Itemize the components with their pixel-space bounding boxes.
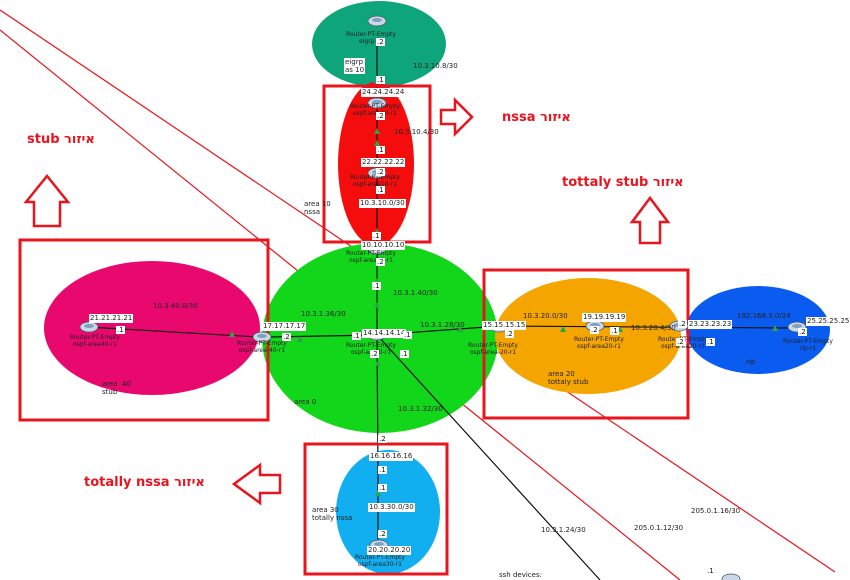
router-name-r24: Router-PT-Empty ospf-area10-r2 (350, 103, 400, 117)
router-name-r20: Router-PT-Empty ospf-area30-r1 (355, 554, 405, 568)
port-label: .2 (376, 38, 385, 46)
link-area20 (499, 325, 791, 329)
port-label: .2 (798, 328, 807, 336)
router-ip-r14: 14.14.14.14 (362, 329, 407, 338)
area-label-0: area 0 (294, 398, 317, 406)
arrow-up-stub-icon (23, 174, 71, 228)
router-name-r22: Router-PT-Empty ospf-area10-r1 (350, 174, 400, 188)
port-label: .1 (403, 331, 412, 339)
network-label: 10.3.20.4/30 (631, 324, 676, 332)
router-ip-area0-top: 10.10.10.10 (361, 241, 406, 250)
router-ip-r21: 21.21.21.21 (89, 314, 134, 323)
port-label: .2 (282, 333, 291, 341)
network-label: 10.3.1.40/30 (393, 289, 438, 297)
router-name-r25: Router-PT-Empty rip-r1 (783, 338, 833, 352)
totally-stub-zone-box (482, 268, 690, 420)
router-ip-r23: 23.23.23.23 (688, 320, 733, 329)
ssh-devices-label: ssh devices: (499, 571, 542, 579)
router-name-eigrp: Router-PT-Empty eigrp-r1 (346, 31, 396, 45)
rip-ellipse (686, 286, 830, 374)
network-label: 10.3.30.0/30 (368, 503, 415, 512)
zone-title-nssa: איזור nssa (502, 110, 571, 125)
port-label: .1 (376, 186, 385, 194)
port-label: .2 (376, 112, 385, 120)
port-label: .2 (678, 320, 687, 328)
port-label: .2 (378, 530, 387, 538)
router-ip-r22: 22.22.22.22 (361, 158, 406, 167)
zone-arrows (23, 96, 671, 506)
link-10-3-1-24 (376, 334, 601, 580)
port-label: .1 (352, 332, 361, 340)
network-label: 10.3.1.32/30 (398, 405, 443, 413)
area-label-20: area 20 tottaly stub (548, 370, 589, 386)
router-name-area0-top: Router-PT-Empty ospf-area10-r1 (346, 250, 396, 264)
port-label: .1 (376, 146, 385, 154)
network-label: 10.3.40.0/30 (153, 302, 198, 310)
port-label: .2 (376, 258, 385, 266)
arrow-up-totally-stub-icon (629, 195, 671, 245)
port-label: .1 (706, 338, 715, 346)
port-label: .1 (116, 326, 125, 334)
port-label: .2 (676, 338, 685, 346)
area-30-ellipse (336, 450, 440, 574)
arrow-right-nssa-icon (439, 96, 474, 138)
router-icon (721, 573, 741, 580)
router-name-r21: Router-PT-Empty ospf-area40-r1 (70, 334, 120, 348)
port-label: .1 (378, 484, 387, 492)
network-label: 10.3.1.24/30 (541, 526, 586, 534)
port-label: .2 (590, 326, 599, 334)
network-label: 10.3.1.36/30 (301, 310, 346, 318)
area-label-40: area 40 stub (102, 380, 131, 396)
area-label-eigrp: eigrp as 10 (344, 58, 366, 74)
totally-nssa-zone-box (303, 442, 449, 576)
port-label: .2 (376, 168, 385, 176)
router-ip-r15: 15.15.15.15 (482, 321, 527, 330)
router-icon (367, 97, 387, 109)
port-label: .1 (372, 232, 381, 240)
router-icon (367, 15, 387, 27)
zone-title-stub: איזור stub (27, 132, 95, 147)
router-name-r17: Router-PT-Empty ospf-area-40-r1 (237, 340, 287, 354)
area-40-ellipse (44, 261, 260, 395)
router-ip-r25: 25.25.25.25 (806, 317, 850, 326)
router-name-r19: Router-PT-Empty ospf-area20-r1 (574, 336, 624, 350)
router-ip-r19: 19.19.19.19 (582, 313, 627, 322)
router-name-r15: Router-PT-Empty ospf-area-20-r1 (468, 342, 518, 356)
port-label: .2 (505, 330, 514, 338)
port-label: .1 (400, 350, 409, 358)
arrow-left-totally-nssa-icon (231, 462, 282, 506)
network-label: 10.3.10.8/30 (413, 62, 458, 70)
network-label: 10.3.1.28/30 (420, 321, 465, 329)
network-label: 10.3.10.0/30 (359, 199, 406, 208)
network-label: 10.3.10.4/30 (394, 128, 439, 136)
router-ip-r20: 20.20.20.20 (367, 546, 412, 555)
area-label-30: area 30 totally nssa (312, 506, 353, 522)
zone-boxes (18, 84, 690, 576)
network-label: 205.0.1.16/30 (691, 507, 741, 515)
port-label: .1 (372, 282, 381, 290)
network-label: 10.3.20.0/30 (523, 312, 568, 320)
port-label: .1 (376, 76, 385, 84)
port-label: .2 (378, 435, 387, 443)
router-ip-r24: 24.24.24.24 (361, 88, 406, 97)
bottom-port-label: .1 (706, 567, 715, 575)
port-label: .1 (378, 466, 387, 474)
router-icon (252, 331, 272, 343)
zone-title-totally-nssa: איזור totally nssa (84, 475, 205, 490)
area-label-10: area 10 nssa (304, 200, 331, 216)
router-icon (79, 321, 99, 333)
router-ip-r17: 17.17.17.17 (262, 322, 307, 331)
area-label-rip: rip (746, 358, 756, 366)
network-label: 192.168.3.0/24 (737, 312, 791, 320)
zone-title-totally-stub: איזור tottaly stub (562, 175, 684, 190)
port-label: .1 (610, 327, 619, 335)
network-label: 205.0.1.12/30 (634, 524, 684, 532)
router-ip-r16: 16.16.16.16 (369, 452, 414, 461)
area-20-ellipse (495, 278, 681, 394)
port-label: .2 (370, 350, 379, 358)
